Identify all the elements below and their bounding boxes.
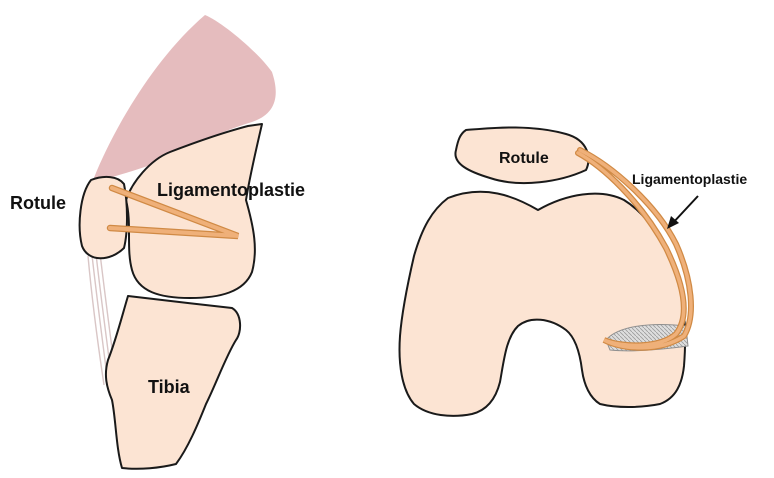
left-label-patella: Rotule xyxy=(10,193,66,213)
right-panel: Rotule Ligamentoplastie xyxy=(400,128,748,416)
left-panel: Rotule Ligamentoplastie Tibia xyxy=(10,15,305,469)
femur-condyles xyxy=(400,192,686,416)
right-label-patella: Rotule xyxy=(499,150,549,167)
left-label-graft: Ligamentoplastie xyxy=(157,180,305,200)
left-label-tibia: Tibia xyxy=(148,377,191,397)
arrow-icon xyxy=(667,196,698,229)
right-label-graft: Ligamentoplastie xyxy=(632,171,747,187)
